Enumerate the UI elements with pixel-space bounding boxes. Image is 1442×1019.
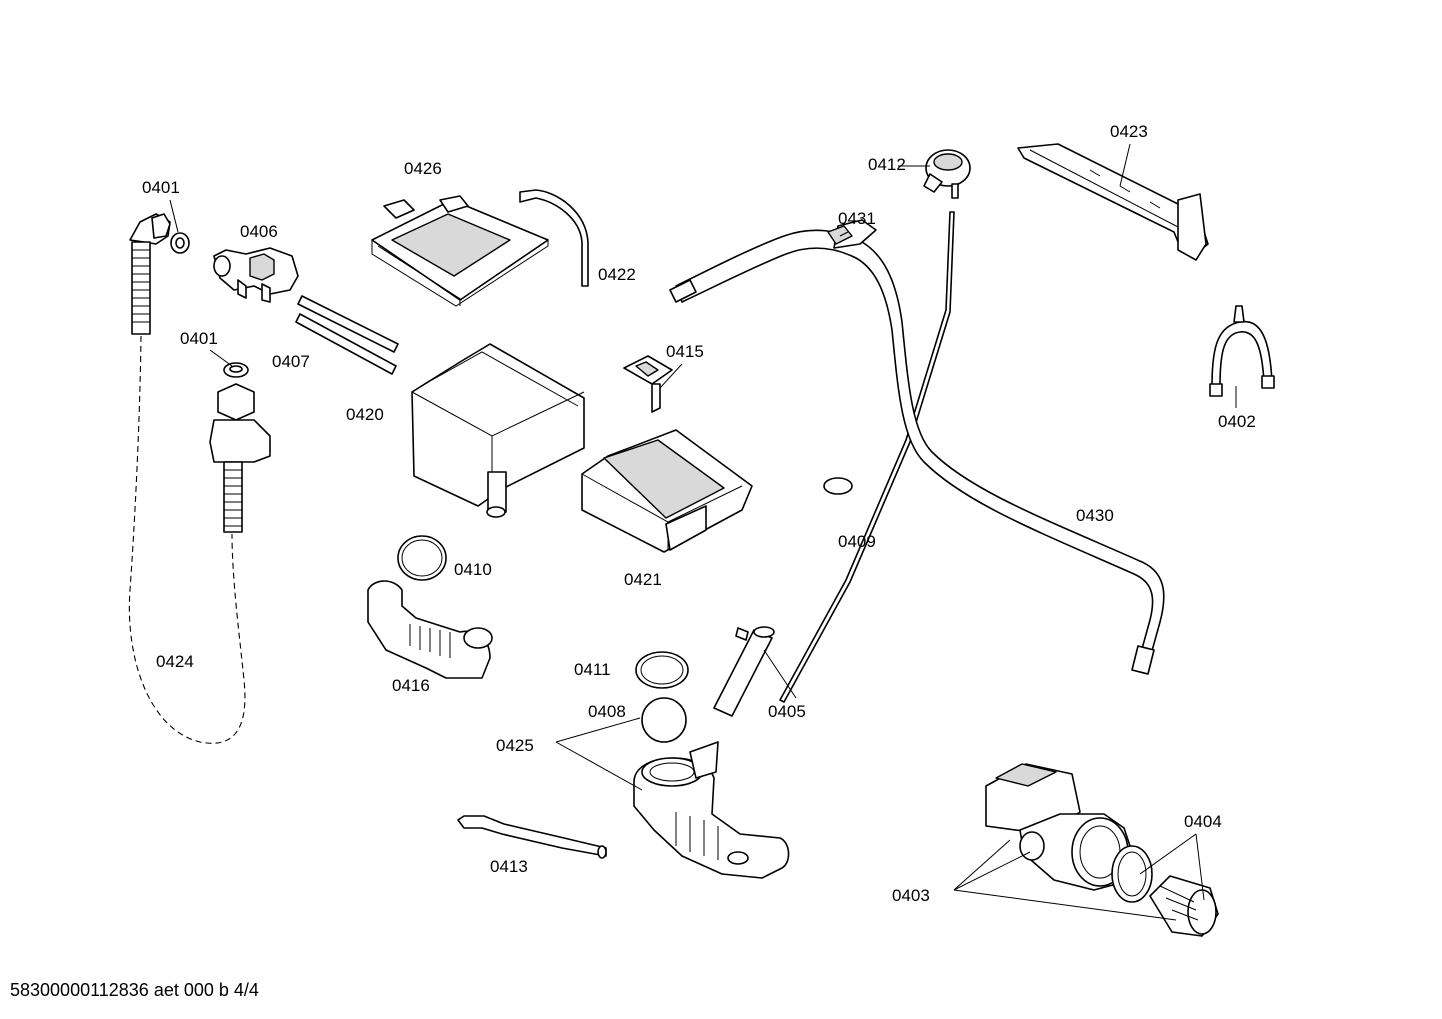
label-0425: 0425 <box>496 736 534 755</box>
part-0424-dashed-hose <box>128 335 246 744</box>
label-0406: 0406 <box>240 222 278 241</box>
label-0423: 0423 <box>1110 122 1148 141</box>
label-0401-upper: 0401 <box>142 178 180 197</box>
label-0416: 0416 <box>392 676 430 695</box>
part-0425-sump <box>633 741 790 879</box>
part-0401-connector-lower <box>209 362 271 533</box>
label-0408: 0408 <box>588 702 626 721</box>
part-0406-inlet-valve <box>213 247 299 303</box>
part-0408-ball <box>641 697 687 743</box>
label-0415: 0415 <box>666 342 704 361</box>
part-0405-sensor <box>713 626 775 717</box>
drawing-code: 58300000112836 aet 000 b 4/4 <box>10 980 259 1000</box>
part-0430-0431-bent-pipe <box>669 219 1165 675</box>
label-0407: 0407 <box>272 352 310 371</box>
label-0413: 0413 <box>490 857 528 876</box>
part-0426-dispenser-top <box>371 195 549 307</box>
label-0430: 0430 <box>1076 506 1114 525</box>
part-0401-elbow-upper <box>129 213 190 335</box>
label-0409: 0409 <box>838 532 876 551</box>
label-0412: 0412 <box>868 155 906 174</box>
label-0421: 0421 <box>624 570 662 589</box>
part-0412-pressure-switch <box>923 149 971 199</box>
part-0415-clip <box>623 355 673 413</box>
label-0422: 0422 <box>598 265 636 284</box>
label-0405: 0405 <box>768 702 806 721</box>
part-0411-ring <box>635 651 689 689</box>
label-0410: 0410 <box>454 560 492 579</box>
part-0407-0420-hoses <box>295 295 399 375</box>
part-0422-bent-hose <box>519 189 589 287</box>
part-0403-drain-pump <box>985 763 1135 891</box>
part-0421-detergent-drawer <box>581 429 753 553</box>
leader-lines <box>169 143 1237 921</box>
label-0420: 0420 <box>346 405 384 424</box>
part-0404-filter <box>1111 845 1219 937</box>
label-0403: 0403 <box>892 886 930 905</box>
part-labels: 0401 0406 0426 0422 0401 0407 0420 0415 … <box>142 122 1256 905</box>
part-0402-u-bracket <box>1209 305 1275 397</box>
part-0413-hose <box>457 815 607 857</box>
label-0404: 0404 <box>1184 812 1222 831</box>
part-0416-bellows-hose <box>367 580 493 679</box>
label-0401-lower: 0401 <box>180 329 218 348</box>
part-0420-drawer-housing <box>411 343 585 518</box>
label-0411: 0411 <box>574 660 611 679</box>
part-0423-rail <box>1017 143 1209 261</box>
part-0409-tube <box>779 211 955 703</box>
label-0426: 0426 <box>404 159 442 178</box>
label-0424: 0424 <box>156 652 194 671</box>
label-0431: 0431 <box>838 209 876 228</box>
label-0402: 0402 <box>1218 412 1256 431</box>
part-0410-ring <box>397 535 447 581</box>
